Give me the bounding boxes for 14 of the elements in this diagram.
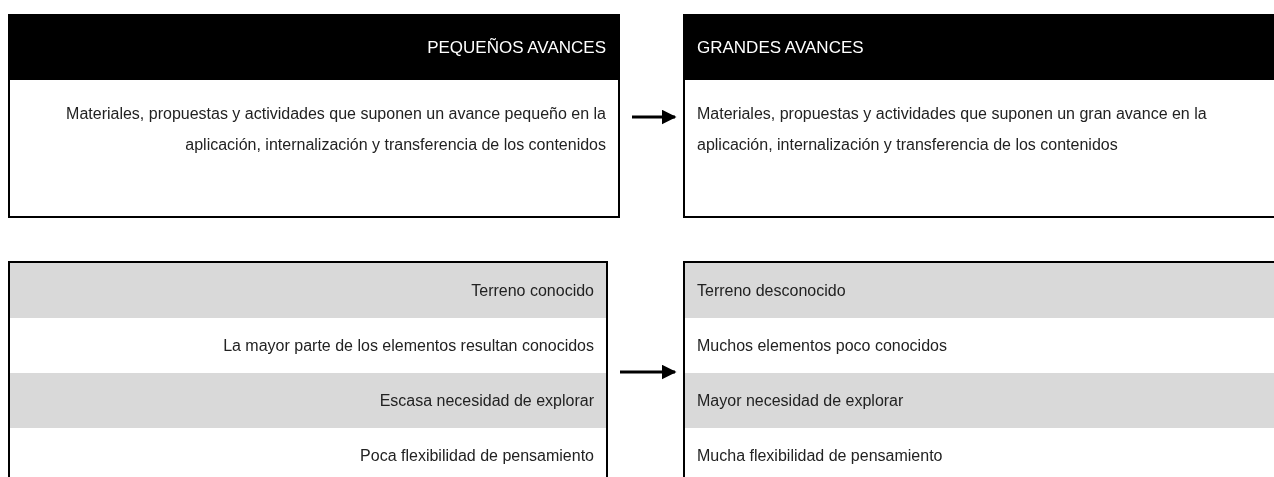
table-row: Escasa necesidad de explorar — [10, 373, 606, 428]
card — [683, 14, 1274, 218]
table-row: Mayor necesidad de explorar — [685, 373, 1274, 428]
card-text: Materiales, propuestas y actividades que suponen un gran avance en la aplicación, internalización y transferencia de los contenidos — [696, 104, 1208, 155]
table-row: Terreno desconocido — [685, 263, 1274, 318]
card-header: PEQUEÑOS AVANCES — [10, 16, 618, 80]
arrow — [632, 109, 677, 125]
table-row: Terreno conocido — [10, 263, 606, 318]
card-text: Materiales, propuestas y actividades que suponen un avance pequeño en la aplicación, internalización y transferencia de los contenidos — [65, 104, 607, 155]
card — [8, 14, 620, 218]
card-header: GRANDES AVANCES — [685, 16, 1274, 80]
table — [683, 261, 1274, 477]
arrow — [620, 364, 677, 380]
table — [8, 261, 608, 477]
